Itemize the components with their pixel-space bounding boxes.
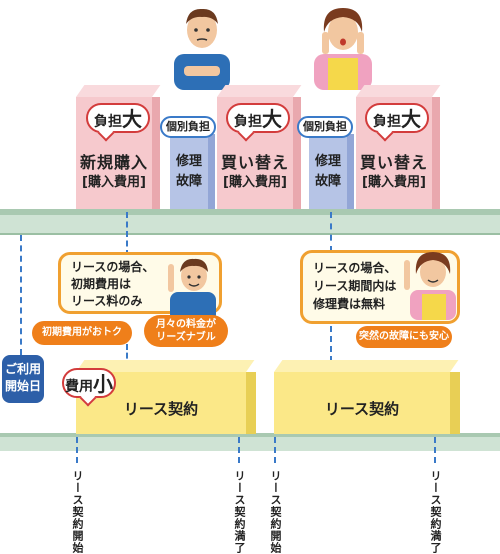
guide-line	[330, 212, 332, 252]
usage-start-date-label: ご利用 開始日	[2, 355, 44, 403]
callout-line: リース期間内は	[313, 279, 397, 293]
cost-box-title: 新規購入	[79, 153, 148, 172]
upper-shelf-line	[0, 233, 500, 235]
repair-line2: 故障	[314, 174, 341, 189]
lease-contract-box-2: リース契約	[274, 360, 460, 434]
monthly-fee-line2: リーズナブル	[156, 332, 216, 343]
burden-large-mark: 大	[401, 107, 421, 131]
burden-large-bubble: 負担大	[365, 103, 429, 133]
sudden-failure-badge-text: 突然の故障にも安心	[359, 331, 449, 342]
cost-box-title: 買い替え	[220, 153, 289, 172]
lease-contract-label: リース契約	[324, 400, 400, 418]
contract-end-tick	[434, 437, 436, 463]
man-thinking-illustration	[174, 8, 230, 90]
callout-line: リースの場合、	[71, 260, 155, 274]
cost-small-mark: 小	[93, 372, 113, 396]
callout-line: 修理費は無料	[313, 297, 386, 311]
cost-small-bubble: 費用小	[62, 368, 116, 398]
start-guide-line	[20, 235, 22, 355]
man-pointing-illustration	[168, 258, 216, 322]
lower-shelf	[0, 433, 500, 451]
repair-cost-box-2: 修理 故障	[309, 134, 354, 209]
woman-worried-illustration	[314, 8, 372, 90]
timeline-label: リース契約満了	[429, 470, 442, 554]
burden-label: 負担	[373, 114, 401, 130]
repair-line2: 故障	[175, 174, 202, 189]
burden-large-bubble: 負担大	[86, 103, 150, 133]
contract-end-tick	[238, 437, 240, 463]
individual-burden-tag: 個別負担	[297, 116, 353, 138]
monthly-fee-line1: 月々の料金が	[156, 319, 216, 330]
cost-box-title: 買い替え	[359, 153, 428, 172]
repair-cost-box-1: 修理 故障	[170, 134, 215, 209]
burden-label: 負担	[234, 114, 262, 130]
initial-cost-badge: 初期費用がおトク	[32, 321, 132, 345]
lower-shelf-edge	[0, 433, 500, 437]
upper-shelf-edge	[0, 209, 500, 215]
repair-line1: 修理	[314, 154, 341, 169]
timeline-label: リース契約開始	[71, 470, 84, 554]
burden-large-bubble: 負担大	[226, 103, 290, 133]
callout-line: 初期費用は	[71, 277, 132, 291]
initial-cost-badge-text: 初期費用がおトク	[42, 327, 122, 338]
guide-line	[126, 212, 128, 256]
burden-large-mark: 大	[122, 107, 142, 131]
callout-line: リース料のみ	[71, 294, 143, 308]
woman-pointing-illustration	[404, 252, 456, 320]
repair-line1: 修理	[175, 154, 202, 169]
cost-box-subtitle: [購入費用]	[82, 175, 146, 190]
lease-contract-label: リース契約	[123, 400, 199, 418]
sudden-failure-badge: 突然の故障にも安心	[356, 326, 452, 348]
callout-line: リースの場合、	[313, 261, 397, 275]
timeline-label: リース契約満了	[233, 470, 246, 554]
contract-start-tick	[76, 437, 78, 463]
monthly-fee-badge: 月々の料金が リーズナブル	[144, 315, 228, 347]
start-line1: ご利用	[4, 362, 41, 376]
guide-line	[330, 326, 332, 372]
cost-box-subtitle: [購入費用]	[223, 175, 287, 190]
individual-burden-tag: 個別負担	[160, 116, 216, 138]
start-line2: 開始日	[4, 379, 41, 393]
cost-box-subtitle: [購入費用]	[362, 175, 426, 190]
contract-start-tick	[274, 437, 276, 463]
timeline-label: リース契約開始	[269, 470, 282, 554]
burden-large-mark: 大	[262, 107, 282, 131]
burden-label: 負担	[94, 114, 122, 130]
